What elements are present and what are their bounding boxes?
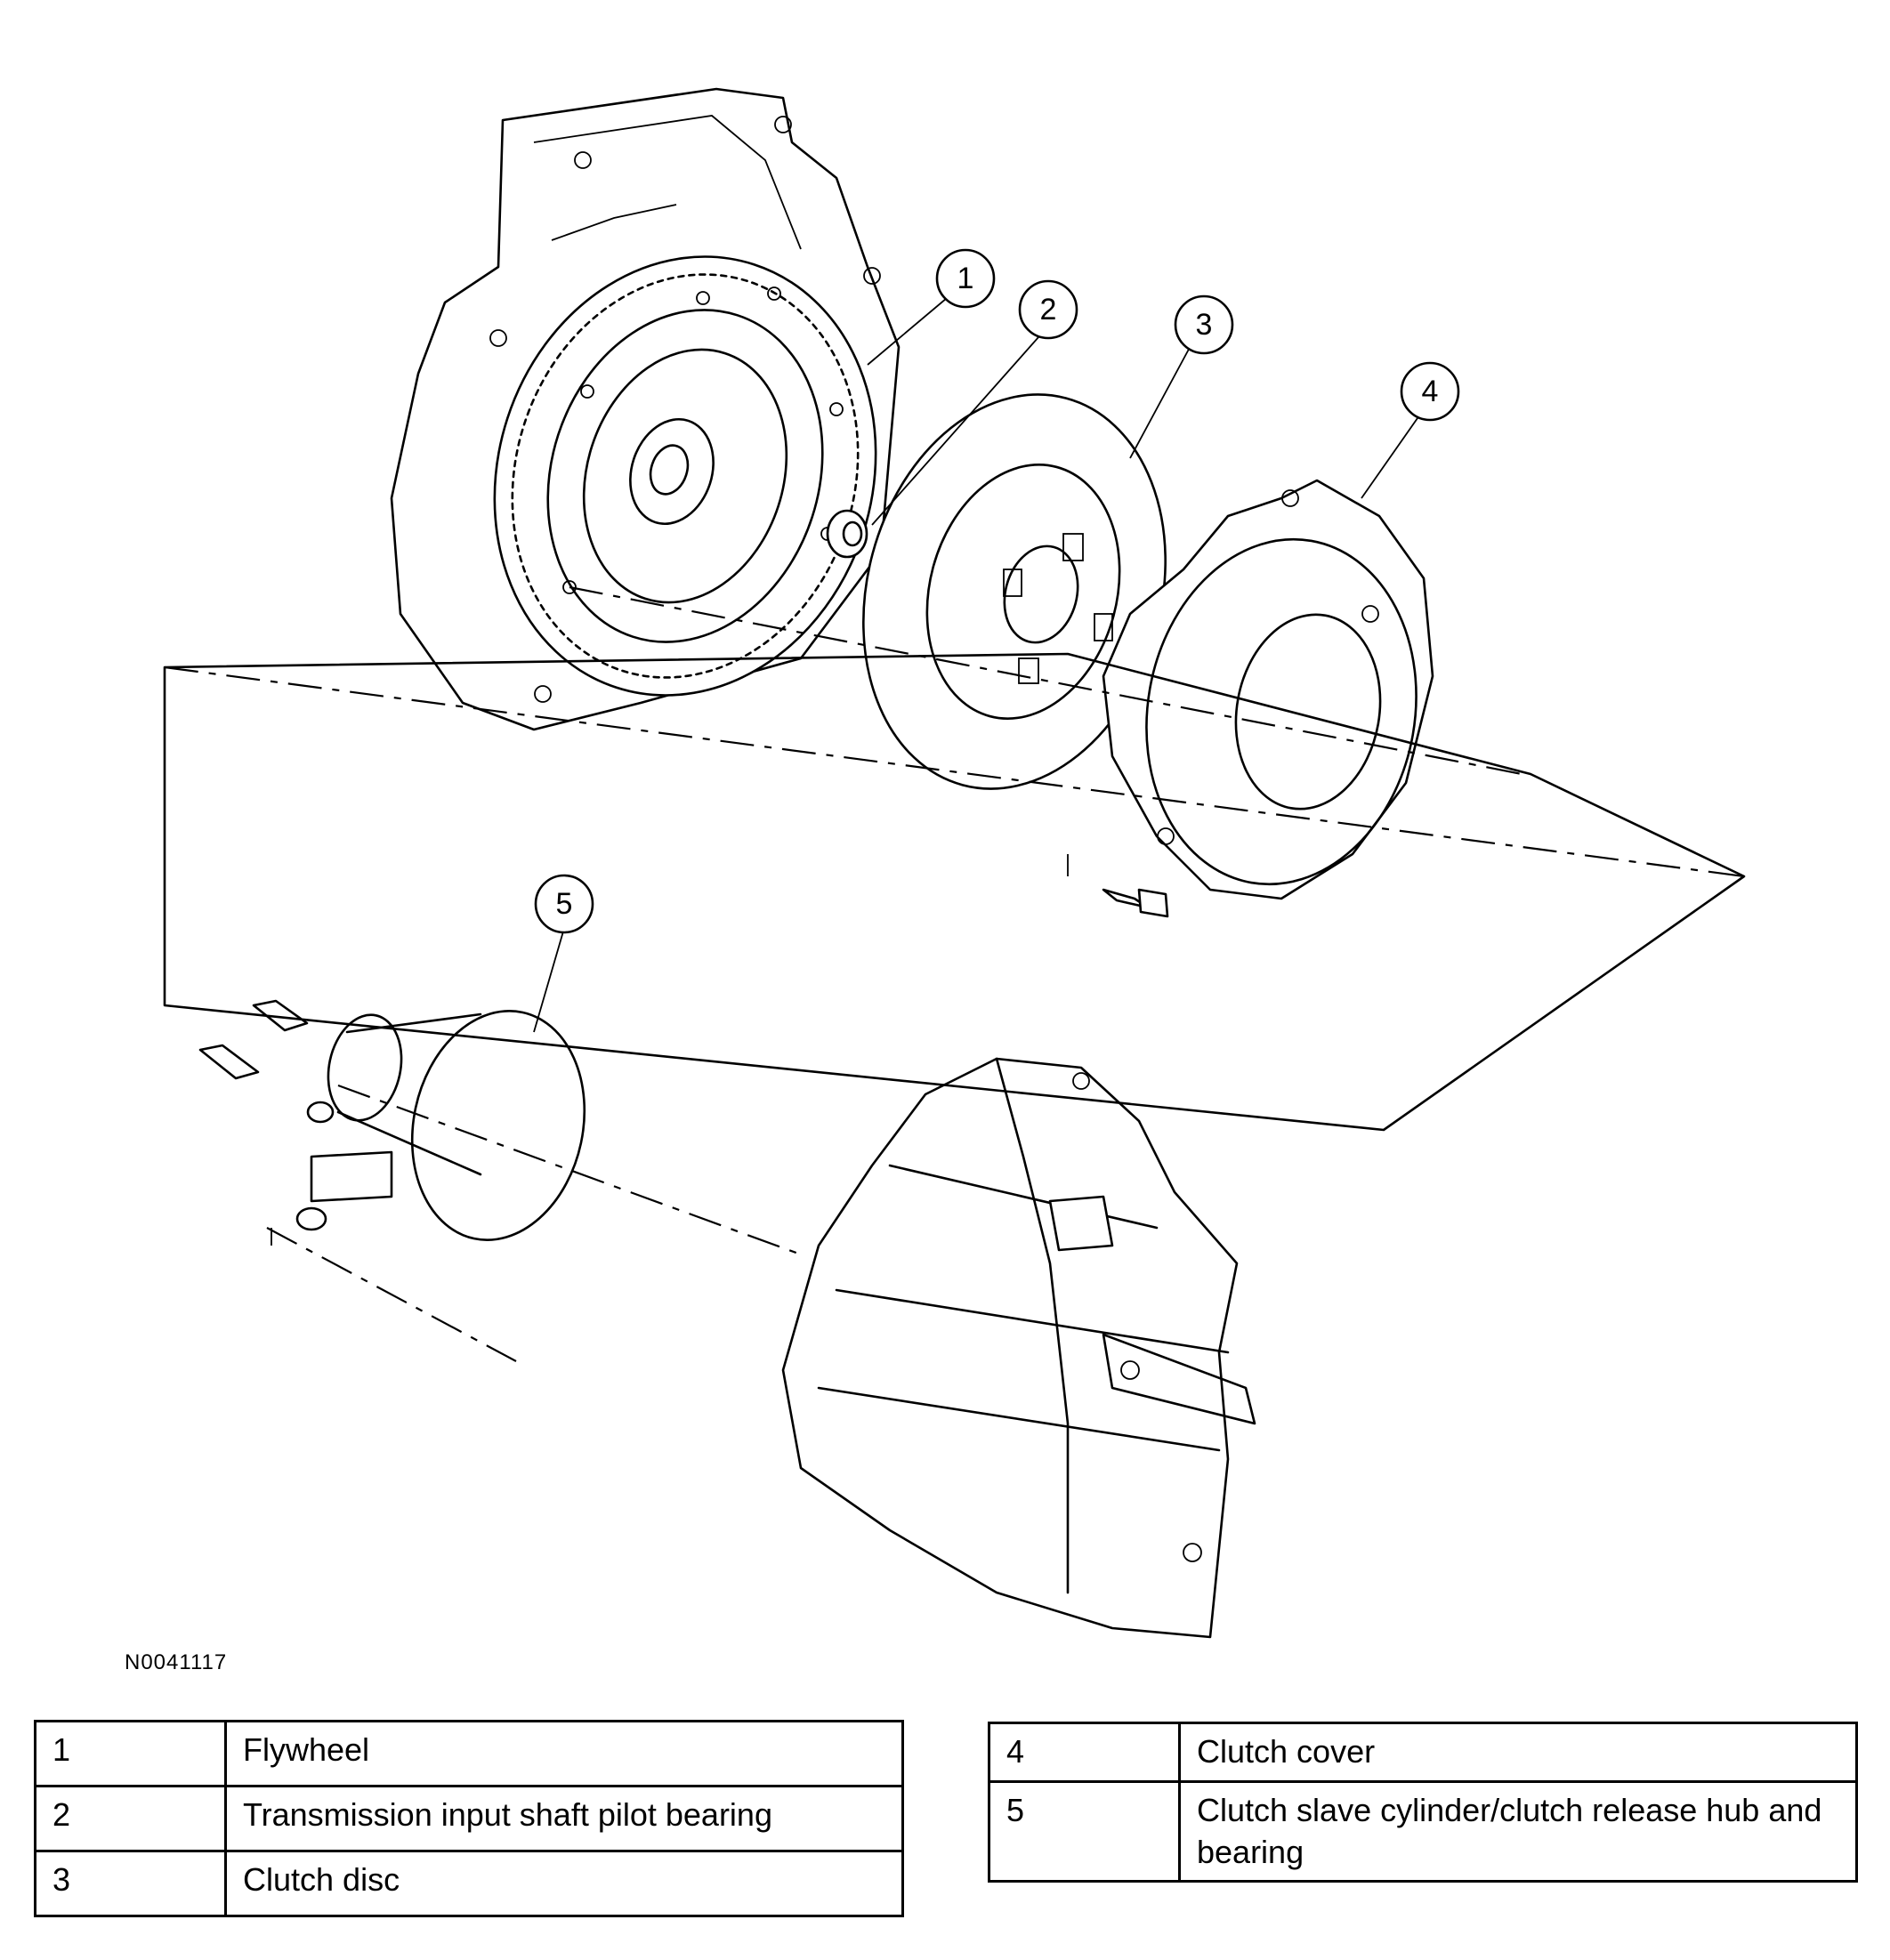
legend-number: 4: [988, 1722, 1181, 1783]
callout-leaders: [533, 293, 1425, 1033]
callout-1: 1: [935, 248, 996, 309]
svg-text:4: 4: [1422, 375, 1439, 408]
clutch-cover: [1102, 479, 1434, 900]
legend-number: 2: [34, 1785, 227, 1852]
legend-label: Flywheel: [224, 1720, 904, 1787]
svg-text:1: 1: [957, 262, 974, 295]
transmission-bellhousing: [781, 1057, 1256, 1639]
callout-2: 2: [1018, 279, 1078, 340]
svg-text:2: 2: [1040, 293, 1057, 327]
exploded-clutch-diagram: 1 2 3 4 5: [163, 87, 1746, 1639]
slave-cylinder-bolts: [198, 999, 309, 1080]
legend-row: 4 Clutch cover: [988, 1722, 1858, 1783]
assembly-center-lines: [266, 585, 1522, 1362]
svg-text:5: 5: [556, 887, 573, 921]
figure-id: N0041117: [125, 1650, 228, 1674]
legend-number: 1: [34, 1720, 227, 1787]
legend-row: 1 Flywheel: [34, 1720, 904, 1787]
legend-label: Clutch disc: [224, 1850, 904, 1917]
callout-5: 5: [534, 874, 594, 934]
legend-label: Transmission input shaft pilot bearing: [224, 1785, 904, 1852]
legend-number: 5: [988, 1779, 1181, 1883]
slave-cylinder: [295, 1010, 586, 1241]
pilot-bearing: [826, 509, 868, 559]
svg-text:3: 3: [1196, 308, 1213, 342]
legend-row: 5 Clutch slave cylinder/clutch release h…: [988, 1779, 1858, 1883]
legend-label: Clutch slave cylinder/clutch release hub…: [1178, 1779, 1858, 1883]
legend-number: 3: [34, 1850, 227, 1917]
callout-3: 3: [1174, 294, 1234, 355]
legend-table-left: 1 Flywheel 2 Transmission input shaft pi…: [34, 1720, 904, 1917]
legend-row: 3 Clutch disc: [34, 1850, 904, 1917]
cover-bolt: [1102, 888, 1169, 918]
legend-row: 2 Transmission input shaft pilot bearing: [34, 1785, 904, 1852]
callout-4: 4: [1400, 361, 1460, 422]
assembly-boundary-outline: [163, 652, 1746, 1246]
flywheel: [493, 255, 877, 697]
legend-table-right: 4 Clutch cover 5 Clutch slave cylinder/c…: [988, 1722, 1858, 1883]
legend-label: Clutch cover: [1178, 1722, 1858, 1783]
